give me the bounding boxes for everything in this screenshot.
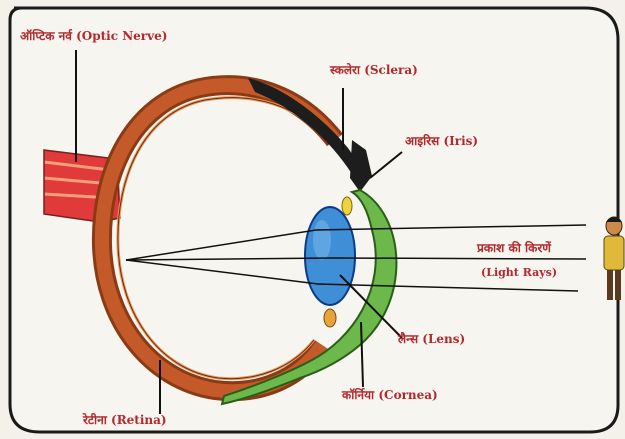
iris-part-lower [324, 309, 336, 327]
label-iris: आइरिस (Iris) [405, 135, 478, 147]
iris-part [342, 197, 352, 215]
label-light-rays-hindi: प्रकाश की किरणें [477, 242, 551, 254]
label-sclera: स्कलेरा (Sclera) [330, 64, 418, 76]
label-lens: लैन्स (Lens) [398, 333, 465, 345]
label-optic-nerve: ऑप्टिक नर्व (Optic Nerve) [20, 30, 167, 42]
label-cornea: कॉर्निया (Cornea) [342, 389, 438, 401]
label-light-rays-english: (Light Rays) [481, 267, 557, 278]
lens [305, 207, 355, 305]
label-retina: रेटीना (Retina) [83, 414, 167, 426]
